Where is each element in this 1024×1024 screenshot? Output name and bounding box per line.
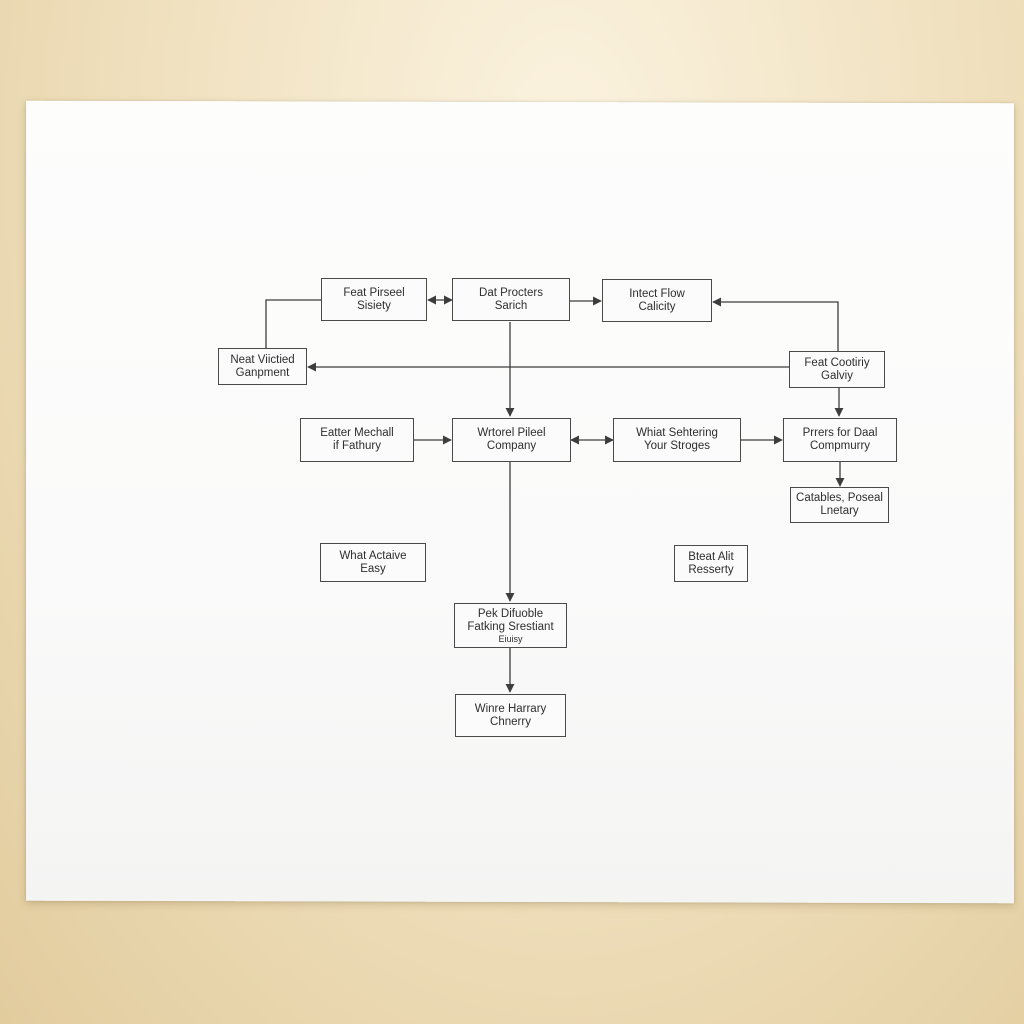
node-n4-line-1: Neat Viictied [230, 353, 295, 366]
node-n1-line-2: Sisiety [357, 299, 391, 312]
node-n6-line-1: Eatter Mechall [320, 427, 394, 439]
node-n3-line-1: Intect Flow [629, 287, 685, 300]
node-n12-line-2: Resserty [688, 563, 734, 576]
node-n2-line-1: Dat Procters [479, 286, 543, 299]
node-n2: Dat Procters Sarich [452, 278, 570, 321]
node-n2-line-2: Sarich [494, 299, 528, 312]
node-n11-line-2: Easy [360, 562, 386, 575]
node-n7-line-1: Wrtorel Pileel [477, 427, 546, 439]
node-n5: Feat Cootiriy Galviy [789, 351, 885, 388]
node-n11-line-1: What Actaive [339, 549, 407, 562]
node-n14: Winre Harrary Chnerry [455, 694, 566, 737]
node-n13: Pek Difuoble Fatking Srestiant Eiuisy [454, 603, 567, 648]
node-n13-line-3: Eiuisy [498, 633, 523, 644]
edge-n1-n4 [265, 299, 321, 348]
node-n3-line-2: Calicity [638, 300, 676, 313]
node-n10-line-2: Lnetary [820, 505, 859, 517]
node-n6: Eatter Mechall if Fathury [300, 418, 414, 462]
node-n8: Whiat Sehtering Your Stroges [613, 418, 741, 462]
node-n12-line-1: Bteat Alit [688, 550, 734, 563]
node-n5-line-2: Galviy [821, 369, 853, 382]
node-n4-line-2: Ganpment [235, 366, 290, 379]
node-n7: Wrtorel Pileel Company [452, 418, 571, 462]
node-n11: What Actaive Easy [320, 543, 426, 582]
node-n5-line-1: Feat Cootiriy [804, 356, 870, 369]
node-n13-line-2: Fatking Srestiant [467, 620, 554, 633]
node-n3: Intect Flow Calicity [602, 279, 712, 322]
node-n10-line-1: Catables, Poseal [796, 492, 883, 504]
node-n10: Catables, Poseal Lnetary [790, 487, 889, 523]
node-n14-line-2: Chnerry [490, 715, 531, 728]
node-n1-line-1: Feat Pirseel [343, 286, 405, 299]
node-n9: Prrers for Daal Compmurry [783, 418, 897, 462]
node-n1: Feat Pirseel Sisiety [321, 278, 427, 321]
node-n9-line-1: Prrers for Daal [802, 427, 878, 439]
node-n9-line-2: Compmurry [809, 440, 871, 452]
node-n6-line-2: if Fathury [333, 440, 381, 452]
node-n14-line-1: Winre Harrary [474, 702, 547, 715]
edge-n5-n3 [712, 297, 839, 351]
node-n7-line-2: Company [486, 440, 537, 452]
node-n13-line-1: Pek Difuoble [477, 607, 544, 620]
node-n8-line-2: Your Stroges [643, 440, 711, 452]
node-n8-line-1: Whiat Sehtering [636, 427, 718, 439]
node-n4: Neat Viictied Ganpment [218, 348, 307, 385]
node-n12: Bteat Alit Resserty [674, 545, 748, 582]
